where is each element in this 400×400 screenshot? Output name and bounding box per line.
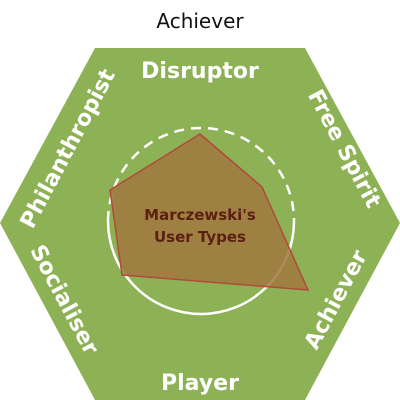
caption: Achiever: [156, 9, 244, 33]
center-title-line1: Marczewski's: [144, 206, 256, 224]
center-title-line2: User Types: [154, 228, 246, 246]
circle-outline-dashed: [106, 126, 296, 222]
side-label-player: Player: [161, 371, 239, 396]
side-label-disruptor: Disruptor: [141, 59, 259, 84]
user-profile-polygon: [109, 133, 310, 291]
